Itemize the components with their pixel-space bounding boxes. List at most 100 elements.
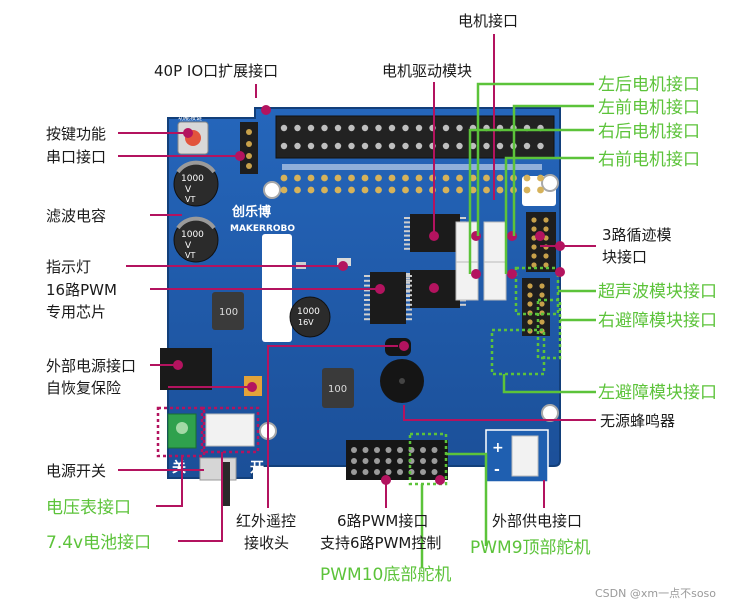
pin <box>431 458 438 464</box>
pin <box>307 124 315 132</box>
chip-leg <box>404 230 410 233</box>
pin <box>442 174 450 182</box>
pin <box>374 447 380 453</box>
line-rear-right <box>468 128 594 274</box>
pin <box>375 142 382 150</box>
pin <box>385 458 392 464</box>
chip-leg <box>404 239 410 241</box>
svg-text:1000: 1000 <box>297 307 320 317</box>
pin <box>420 469 426 475</box>
sensor-header <box>526 212 556 272</box>
pin <box>351 458 357 464</box>
serial-header <box>240 122 258 174</box>
chip-leg <box>404 221 410 224</box>
chip-leg <box>404 290 410 293</box>
mounting-hole <box>541 174 559 192</box>
leader-lines-green <box>420 82 596 568</box>
svg-text:VT: VT <box>185 251 195 260</box>
pin <box>280 186 288 194</box>
label-indicator: 指示灯 <box>46 258 91 276</box>
pin <box>388 142 396 150</box>
solder-pad-row <box>280 174 544 194</box>
label-line-track-1: 3路循迹模 <box>602 226 672 244</box>
pin <box>321 174 328 182</box>
supply-minus: - <box>494 462 500 478</box>
silk-row <box>282 164 542 170</box>
brand-logo-en: MAKERROBO <box>230 224 295 234</box>
pin <box>531 217 537 223</box>
inductor-text: 100 <box>219 307 238 318</box>
chip-leg <box>406 313 412 316</box>
label-left-avoid: 左避障模块接口 <box>598 383 717 403</box>
pin <box>402 142 409 150</box>
pin <box>397 447 403 453</box>
power-switch <box>199 457 237 481</box>
motor-connector <box>455 261 479 301</box>
pin <box>348 174 355 182</box>
pin <box>496 174 504 182</box>
pin <box>543 262 549 268</box>
pin <box>496 142 504 150</box>
power-switch-lever <box>222 462 230 506</box>
chip-leg <box>404 281 410 284</box>
chip-leg <box>406 275 412 277</box>
filter-capacitor: 1000 V VT <box>173 160 219 207</box>
pin <box>442 142 450 150</box>
chip-leg <box>364 289 370 292</box>
pin <box>402 124 409 132</box>
pin <box>348 124 355 132</box>
switch-off-text: 关 <box>172 459 186 476</box>
switch-on-text: 开 <box>250 460 264 476</box>
label-ultrasonic: 超声波模块接口 <box>598 282 717 302</box>
pin <box>385 469 392 475</box>
pin <box>374 469 380 475</box>
pin <box>531 244 537 250</box>
pwm-header-block <box>408 440 448 480</box>
line-buzzer <box>403 405 596 421</box>
chip-leg <box>364 294 370 297</box>
highlight-left-avoid <box>490 328 546 376</box>
pin <box>442 186 450 194</box>
pcb-outline <box>167 107 561 479</box>
supply-plus: + <box>492 440 504 456</box>
pcb-board: 功能按键 1000 V VT 1000 V VT 创乐博 MAKERROBO <box>160 107 561 506</box>
pin <box>375 124 382 132</box>
pin <box>543 217 549 223</box>
chip-leg <box>460 303 466 306</box>
motor-connector <box>483 221 507 263</box>
line-pwm9 <box>446 452 488 546</box>
pin <box>523 186 531 194</box>
pin <box>527 301 533 307</box>
io-header <box>275 115 555 159</box>
inductor <box>212 292 244 330</box>
chip-leg <box>406 279 412 282</box>
chip-leg <box>364 284 370 287</box>
pin <box>307 174 315 182</box>
chip-leg <box>404 234 410 237</box>
label-serial-port: 串口接口 <box>46 148 106 166</box>
pin <box>334 186 342 194</box>
pin <box>294 124 301 132</box>
chip-leg <box>404 277 410 280</box>
line-battery <box>178 452 223 542</box>
board-capacitor: 1000 16V <box>289 296 331 338</box>
label-pwm-chip-1: 16路PWM <box>46 281 117 299</box>
pin <box>543 253 549 259</box>
filter-capacitor: 1000 V VT <box>173 216 219 263</box>
watermark: CSDN @xm一点不soso <box>595 587 716 600</box>
pin <box>415 124 423 132</box>
pin <box>527 292 533 298</box>
ext-supply-plug <box>511 435 539 477</box>
pin <box>523 174 531 182</box>
label-ext-power: 外部电源接口 <box>46 357 136 375</box>
pin <box>321 124 328 132</box>
pin <box>420 458 426 464</box>
pin <box>374 458 380 464</box>
label-ir-2: 接收头 <box>244 534 289 552</box>
inductor-text: 100 <box>328 384 347 395</box>
pin <box>483 186 490 194</box>
pin <box>397 469 403 475</box>
line-rear-left <box>476 82 594 236</box>
pin <box>469 142 477 150</box>
